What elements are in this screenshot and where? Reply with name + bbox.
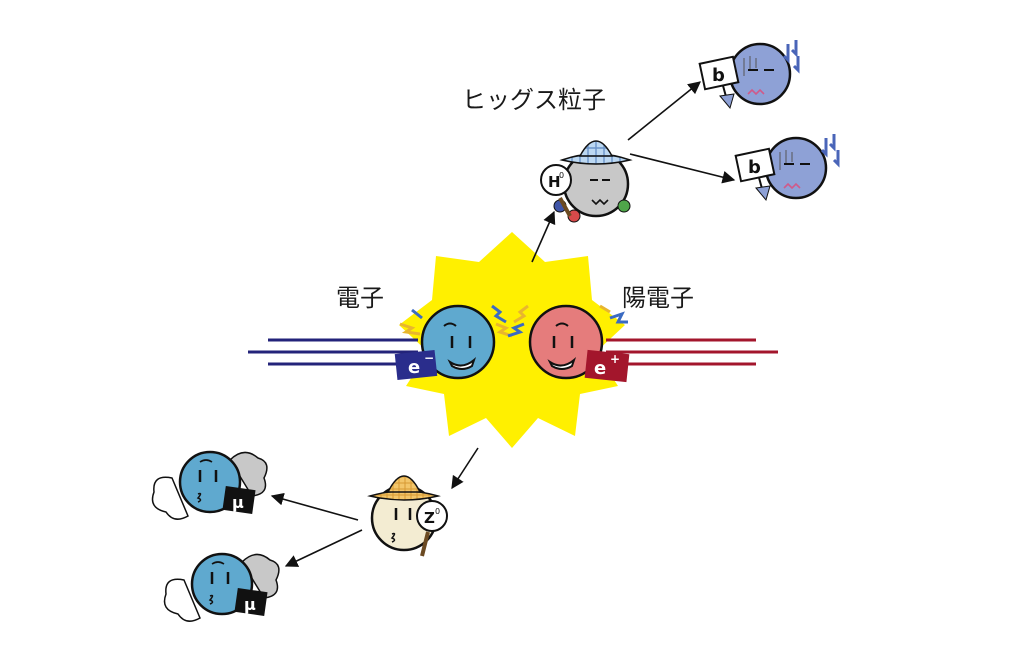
z-boson-character: Z 0 [367,475,448,557]
arrow-z-to-mu2 [284,529,363,567]
electron-label: 電子 [336,284,384,312]
muon-character-1: μ [151,450,268,520]
arrow-to-z [451,447,479,490]
electron-charge: − [424,351,434,365]
positron-charge: + [610,352,620,366]
collision-burst [399,232,625,448]
bottom-quark-character-1: b [698,40,800,110]
muon-2-cloud-white [163,578,201,622]
bottom-quark-character-2: b [734,134,840,202]
muon-character-2: μ [163,552,280,622]
muon-2-sign: μ [244,595,256,614]
electron-beam [248,338,418,366]
bottom-quark-2-sign: b [748,157,761,178]
z-boson-sign-board [416,500,448,532]
muon-1-badge [222,486,256,514]
muon-1-cloud-grey [229,451,268,497]
positron-badge [584,349,630,383]
bottom-quark-1-sign: b [712,65,725,86]
higgs-charge: 0 [559,171,564,180]
arrow-z-to-mu1 [270,492,359,521]
muon-1-cloud-white [151,476,189,520]
z-boson-charge: 0 [435,507,440,516]
electron-character: e − [394,304,496,381]
higgs-sign-board [540,164,572,196]
z-boson-sign: Z [424,509,435,527]
muon-2-badge [234,588,268,616]
positron-character: e + [528,304,630,383]
higgs-sign: H [548,173,561,191]
positron-label: 陽電子 [622,284,694,312]
higgs-label: ヒッグス粒子 [462,86,606,114]
bottom-quark-1-sign-board [698,55,740,91]
positron-sign: e [594,358,606,379]
electron-sign: e [408,357,420,378]
positron-beam [606,338,778,366]
higgs-character: H 0 [540,140,633,223]
arrow-to-higgs [531,210,556,263]
muon-1-sign: μ [232,493,244,512]
bottom-quark-2-sign-board [734,147,776,183]
collision-sparks [399,304,628,338]
electron-badge [394,349,438,381]
arrow-higgs-to-b1 [627,81,701,141]
muon-2-cloud-grey [241,553,280,599]
arrow-higgs-to-b2 [629,153,736,184]
